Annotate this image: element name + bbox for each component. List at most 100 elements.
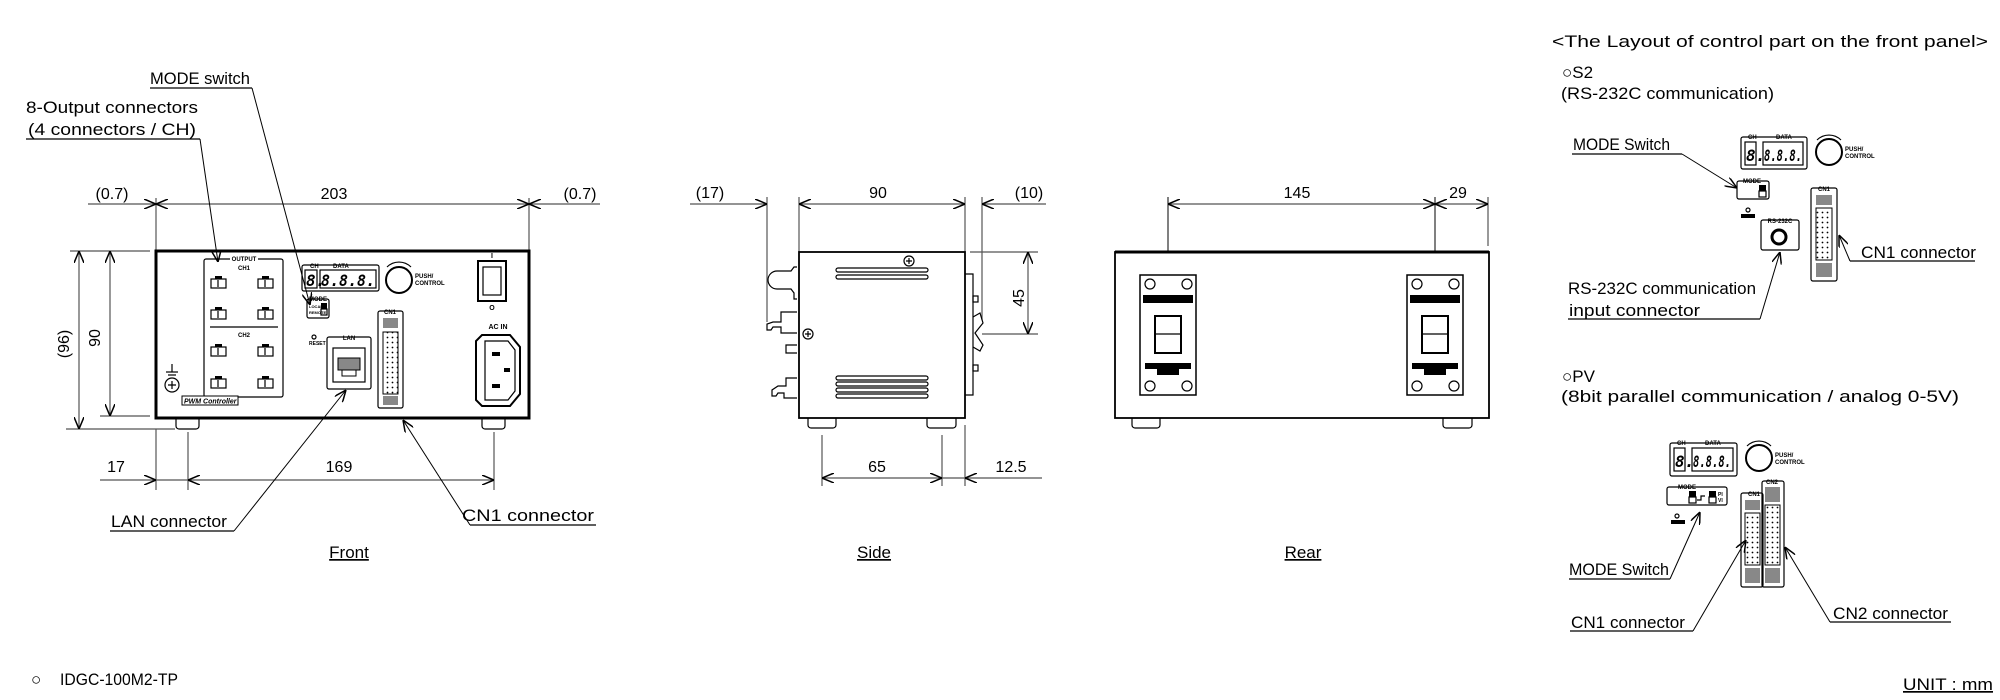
dim-body-height: 90 xyxy=(87,329,104,347)
dim-right-gap: (0.7) xyxy=(564,186,597,203)
pv-control-knob[interactable] xyxy=(1745,444,1773,472)
s2-mode-tag: MODE xyxy=(1743,179,1761,185)
side-view: (17) 90 (10) 45 65 12.5 xyxy=(690,185,1046,562)
dim-left-gap: (0.7) xyxy=(96,186,129,203)
s2-data-tag: DATA xyxy=(1776,135,1792,141)
pv-display xyxy=(1669,442,1738,477)
dim-foot-pitch: 169 xyxy=(326,459,353,476)
mode-switch[interactable] xyxy=(306,298,330,319)
reset-tag: RESET xyxy=(309,341,326,347)
output-connector[interactable] xyxy=(257,376,274,389)
dim-front-protrusion: (17) xyxy=(696,185,724,202)
display-panel xyxy=(301,264,380,292)
din-bracket-left xyxy=(1139,274,1197,396)
side-body xyxy=(798,251,966,419)
s2-push-tag: PUSH/ xyxy=(1845,147,1864,153)
output-tag: OUTPUT xyxy=(232,257,257,263)
pv-cn2-connector[interactable] xyxy=(1761,480,1785,588)
connector-profile xyxy=(766,311,797,334)
pv-mode-switch[interactable] xyxy=(1666,486,1728,506)
output-connector[interactable] xyxy=(257,276,274,289)
s2-cn1-tag: CN1 xyxy=(1818,187,1831,193)
dim-bracket-offset: 29 xyxy=(1449,185,1467,202)
foot xyxy=(175,418,200,430)
s2-callout-rs232-1: RS-232C communication xyxy=(1568,279,1756,298)
unit-label: UNIT : mm xyxy=(1903,675,1993,694)
s2-data-digits: 8.8.8. xyxy=(1764,146,1802,165)
s2-subheading: (RS-232C communication) xyxy=(1561,84,1774,103)
knob-profile xyxy=(767,266,797,300)
pv-ch-tag: CH xyxy=(1677,441,1686,447)
callout-lan: LAN connector xyxy=(111,512,227,531)
view-label-rear: Rear xyxy=(1285,543,1322,562)
pv-cn1-tag: CN1 xyxy=(1748,492,1761,498)
s2-callout-rs232-2: input connector xyxy=(1569,301,1700,320)
vent-slots xyxy=(835,267,929,399)
s2-cn1-connector[interactable] xyxy=(1810,187,1838,282)
pv-callout-cn1: CN1 connector xyxy=(1571,613,1685,632)
foot xyxy=(481,418,506,430)
pv-mode-tag: MODE xyxy=(1678,485,1696,491)
din-bracket-right xyxy=(1406,274,1464,396)
leader-line xyxy=(233,390,346,532)
output-connector[interactable] xyxy=(257,344,274,357)
control-layout-panel: <The Layout of control part on the front… xyxy=(1552,32,1988,632)
screw-icon xyxy=(802,328,814,340)
knob-arc-icon xyxy=(386,261,412,268)
leader-line xyxy=(1681,153,1737,188)
s2-heading: ○S2 xyxy=(1562,63,1593,82)
cn1-connector[interactable] xyxy=(377,310,404,409)
output-connector[interactable] xyxy=(210,344,227,357)
lan-connector[interactable] xyxy=(326,336,372,390)
output-connector[interactable] xyxy=(210,307,227,320)
s2-display xyxy=(1740,136,1808,170)
power-off-tag: O xyxy=(489,305,495,312)
pv-ch-digit: 8. xyxy=(1675,452,1694,471)
output-connector[interactable] xyxy=(210,376,227,389)
callout-output-2: (4 connectors / CH) xyxy=(28,120,196,139)
push-control-tag-2: CONTROL xyxy=(415,281,445,287)
pv-control-tag: CONTROL xyxy=(1775,460,1805,466)
output-connector[interactable] xyxy=(210,276,227,289)
leader-line xyxy=(1692,540,1746,632)
pv-callout-mode-switch: MODE Switch xyxy=(1569,560,1669,579)
ac-inlet[interactable] xyxy=(475,334,521,407)
dim-foot-pitch: 65 xyxy=(868,459,886,476)
layout-title: <The Layout of control part on the front… xyxy=(1552,32,1988,51)
ac-in-tag: AC IN xyxy=(488,324,507,331)
power-switch[interactable] xyxy=(477,260,507,302)
pv-reset-led xyxy=(1674,513,1680,519)
s2-ch-tag: CH xyxy=(1748,135,1757,141)
foot xyxy=(926,418,957,429)
pv-pi-tag: PI xyxy=(1718,492,1723,498)
remote-tag: REMOTE xyxy=(309,310,326,315)
pv-cn2-tag: CN2 xyxy=(1766,480,1779,486)
power-on-tag: I xyxy=(491,253,493,260)
dim-bracket-pitch: 145 xyxy=(1284,185,1311,202)
output-connector[interactable] xyxy=(257,307,274,320)
ch-digit: 8. xyxy=(306,271,325,290)
mode-tag: MODE xyxy=(309,297,327,303)
s2-rs232c-tag: RS-232C xyxy=(1768,219,1793,225)
brand-label: PWM Controller xyxy=(184,399,238,406)
pv-data-tag: DATA xyxy=(1705,441,1721,447)
lan-tag: LAN xyxy=(343,336,355,342)
dim-din-height: 45 xyxy=(1011,289,1028,307)
callout-mode-switch: MODE switch xyxy=(150,69,250,88)
din-bracket xyxy=(965,273,974,396)
control-knob[interactable] xyxy=(385,266,413,294)
rear-view: 145 29 Rear xyxy=(1114,185,1490,562)
s2-control-knob[interactable] xyxy=(1815,138,1843,166)
screw-icon xyxy=(903,255,915,267)
dim-rear-protrusion: (10) xyxy=(1015,185,1043,202)
ch1-tag: CH1 xyxy=(238,266,251,272)
s2-callout-cn1: CN1 connector xyxy=(1861,243,1976,262)
output-connectors xyxy=(210,276,274,389)
s2-rs232c-connector[interactable] xyxy=(1760,219,1800,251)
pv-heading: ○PV xyxy=(1562,367,1596,386)
pv-push-tag: PUSH/ xyxy=(1775,453,1794,459)
leader-line xyxy=(1839,235,1851,262)
s2-mode-switch[interactable] xyxy=(1736,180,1770,200)
leader-line xyxy=(1785,547,1831,623)
